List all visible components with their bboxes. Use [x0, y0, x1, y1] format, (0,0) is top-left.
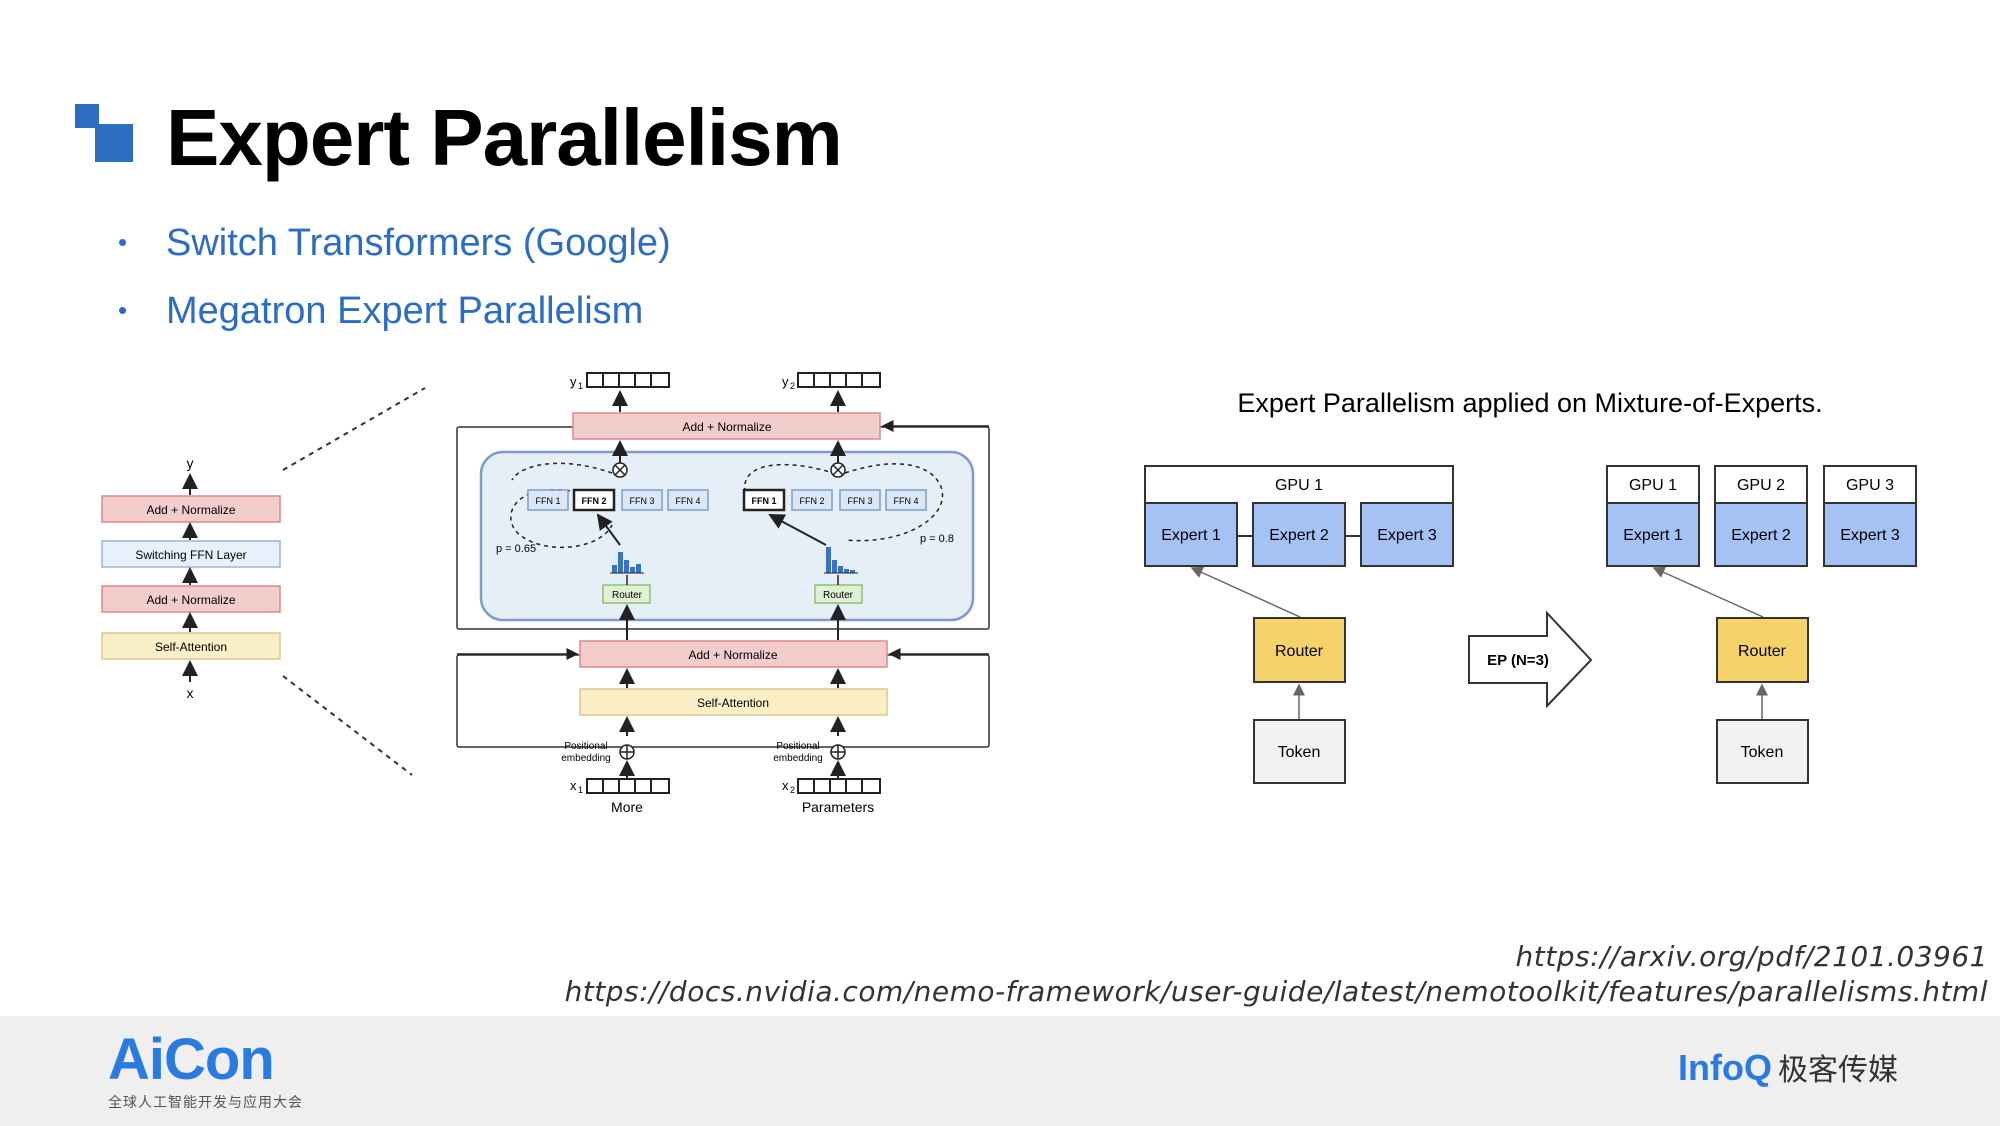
left-self-attention [101, 632, 281, 660]
x1-token-boxes [586, 778, 670, 794]
main-self-attention [579, 688, 888, 716]
expert-box [1714, 502, 1808, 567]
gpu-label: GPU 1 [1629, 477, 1677, 494]
left-add-normalize-top [101, 495, 281, 523]
p-left-label: p = 0.65 [496, 543, 536, 555]
expert-label: Expert 3 [1377, 527, 1437, 544]
token-right-label: Parameters [802, 799, 874, 815]
router-label: Router [1738, 643, 1787, 660]
pos-embedding-line1: Positional [776, 741, 819, 752]
router-box-left [1253, 617, 1346, 683]
expert-box [1606, 502, 1700, 567]
left-self-attention-label: Self-Attention [155, 640, 227, 654]
aicon-logo-subtitle: 全球人工智能开发与应用大会 [108, 1094, 303, 1110]
left-switching-ffn-label: Switching FFN Layer [135, 548, 246, 562]
router-left-label: Router [612, 590, 643, 601]
page-title: Expert Parallelism [166, 93, 843, 182]
ffn-group-right: FFN 1 FFN 2 FFN 3 FFN 4 [742, 488, 927, 512]
y2-label: y [782, 374, 789, 389]
main-self-attention-label: Self-Attention [697, 696, 769, 710]
pos-embedding-line2: embedding [561, 753, 610, 764]
token-label: Token [1741, 744, 1784, 761]
x1-sub: 1 [578, 785, 583, 795]
ep-diagram: Expert Parallelism applied on Mixture-of… [1144, 388, 1917, 784]
ep-arrow-icon [1468, 610, 1593, 709]
expert-box [1144, 502, 1238, 567]
router-right-label: Router [823, 590, 854, 601]
pos-embedding-line2: embedding [773, 753, 822, 764]
expert-label: Expert 1 [1161, 527, 1221, 544]
x1-label: x [570, 778, 577, 793]
main-add-normalize-top-label: Add + Normalize [682, 420, 771, 434]
p-right-label: p = 0.8 [920, 533, 954, 545]
ffn-label: FFN 3 [629, 496, 654, 506]
title-accent-icon [75, 104, 133, 162]
footer-bar [0, 1016, 2000, 1126]
x2-sub: 2 [790, 785, 795, 795]
expert-label: Expert 2 [1731, 527, 1791, 544]
x2-label: x [782, 778, 789, 793]
reference-link-arxiv[interactable]: https://arxiv.org/pdf/2101.03961 [1515, 940, 1988, 973]
ffn-label: FFN 1 [535, 496, 560, 506]
bullet-switch-transformers: • Switch Transformers (Google) [118, 218, 671, 267]
infoq-logo-word: InfoQ [1678, 1047, 1772, 1088]
expert-label: Expert 2 [1269, 527, 1329, 544]
y2-sub: 2 [790, 381, 795, 391]
aicon-logo: AiCon 全球人工智能开发与应用大会 [108, 1030, 303, 1112]
expert-label: Expert 1 [1623, 527, 1683, 544]
y1-label: y [570, 374, 577, 389]
expert-box [1252, 502, 1346, 567]
ffn-label: FFN 3 [847, 496, 872, 506]
ffn-label: FFN 4 [893, 496, 918, 506]
bullet-dot-icon: • [118, 295, 128, 325]
bullet-text: Switch Transformers (Google) [166, 222, 671, 264]
token-left-label: More [611, 799, 643, 815]
y1-sub: 1 [578, 381, 583, 391]
ffn-label: FFN 2 [799, 496, 824, 506]
ep-diagram-title: Expert Parallelism applied on Mixture-of… [1237, 388, 1822, 418]
expert-box [1823, 502, 1917, 567]
router-box-right [1716, 617, 1809, 683]
router-histogram-left [610, 552, 644, 574]
aicon-logo-word: AiCon [108, 1027, 275, 1092]
gpu-label: GPU 3 [1846, 477, 1894, 494]
left-add-normalize-bottom-label: Add + Normalize [146, 593, 235, 607]
left-x-label: x [187, 685, 194, 701]
token-box-left [1253, 719, 1346, 784]
y1-token-boxes [586, 372, 670, 388]
ffn-label: FFN 1 [751, 496, 776, 506]
router-label: Router [1275, 643, 1324, 660]
router-histogram-right [824, 547, 858, 574]
infoq-logo-cn: 极客传媒 [1777, 1054, 1898, 1087]
left-y-label: y [187, 455, 194, 471]
token-box-right [1716, 719, 1809, 784]
y2-token-boxes [797, 372, 881, 388]
main-add-normalize-mid-label: Add + Normalize [688, 648, 777, 662]
main-add-normalize-mid [579, 640, 888, 668]
ffn-label: FFN 2 [581, 496, 606, 506]
ffn-label: FFN 4 [675, 496, 700, 506]
bullet-dot-icon: • [118, 227, 128, 257]
bullet-megatron: • Megatron Expert Parallelism [118, 286, 643, 335]
main-add-normalize-top [572, 412, 881, 440]
bullet-text: Megatron Expert Parallelism [166, 290, 644, 332]
ep-arrow-label: EP (N=3) [1487, 652, 1549, 669]
x2-token-boxes [797, 778, 881, 794]
moe-layer-box [479, 450, 975, 622]
reference-link-nvidia[interactable]: https://docs.nvidia.com/nemo-framework/u… [564, 975, 1988, 1008]
token-label: Token [1278, 744, 1321, 761]
ffn-group-left: FFN 1 FFN 2 FFN 3 FFN 4 [527, 488, 709, 512]
left-add-normalize-bottom [101, 585, 281, 613]
pos-embedding-line1: Positional [564, 741, 607, 752]
left-add-normalize-top-label: Add + Normalize [146, 503, 235, 517]
expert-box [1360, 502, 1454, 567]
expert-label: Expert 3 [1840, 527, 1900, 544]
gpu-label: GPU 2 [1737, 477, 1785, 494]
gpu-label: GPU 1 [1275, 477, 1323, 494]
switch-transformer-diagram: y Add + Normalize Switching FFN Layer Ad… [101, 372, 990, 815]
